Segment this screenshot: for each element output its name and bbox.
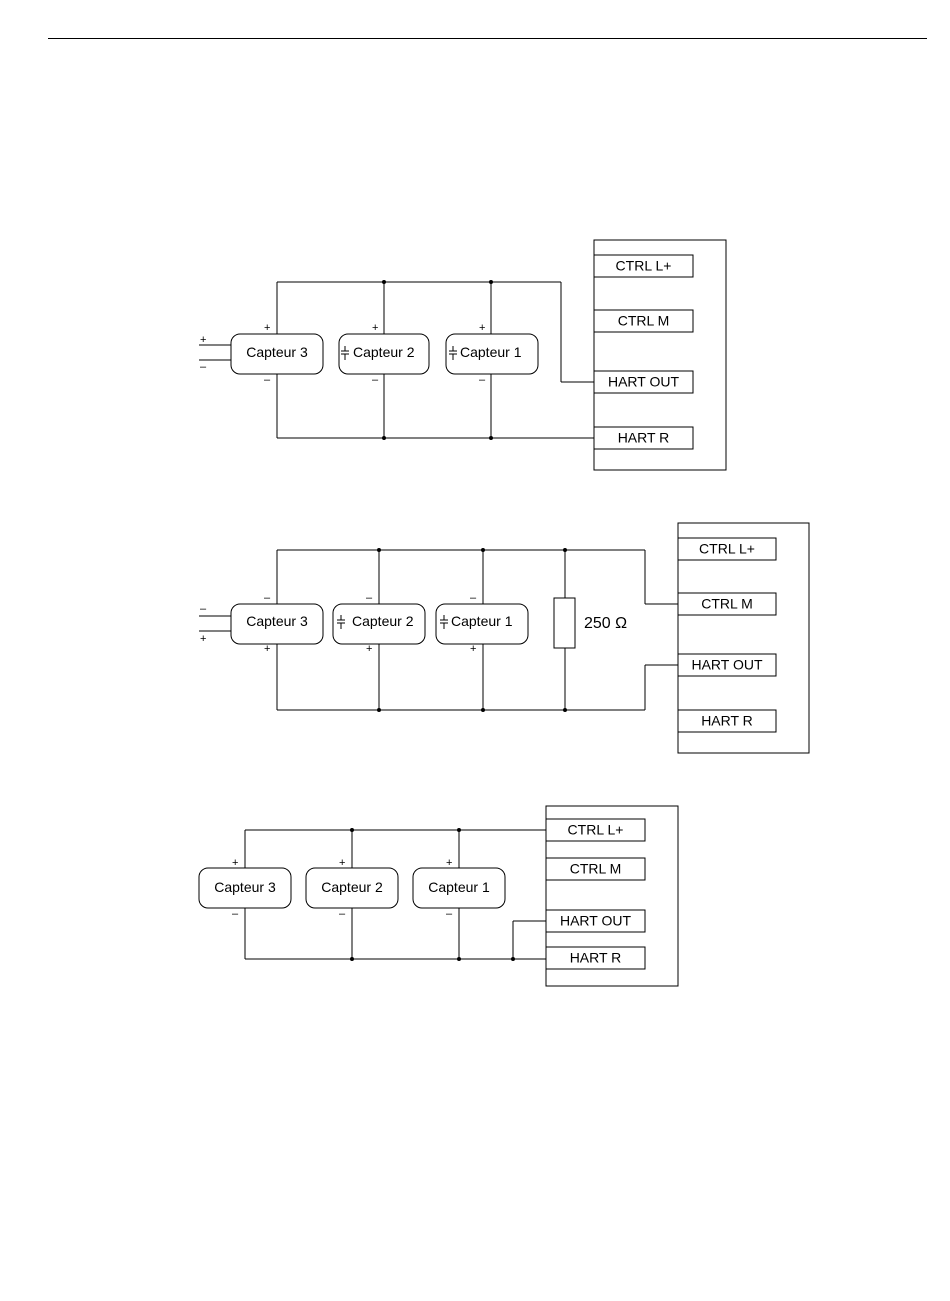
sensor-2-label: Capteur 2 (352, 613, 414, 629)
terminal-ctrl-m-label: CTRL M (701, 596, 753, 612)
supply-minus: – (200, 603, 207, 615)
sensor-3-label: Capteur 3 (214, 879, 276, 895)
pol-mark: – (470, 592, 477, 604)
terminal-ctrl-m-label: CTRL M (618, 313, 670, 329)
pol-mark: – (446, 908, 453, 920)
pol-mark: – (366, 592, 373, 604)
pol-mark: + (372, 322, 378, 334)
diagram-3: CTRL L+ CTRL M HART OUT HART R Capteur 3… (199, 806, 678, 986)
terminal-ctrl-l-label: CTRL L+ (699, 541, 755, 557)
pol-mark: – (264, 592, 271, 604)
supply-plus: + (200, 334, 206, 346)
terminal-hart-out-label: HART OUT (691, 657, 762, 673)
sensor-2-label: Capteur 2 (321, 879, 383, 895)
pol-mark: + (264, 643, 270, 655)
terminal-hart-r-label: HART R (570, 950, 622, 966)
sensor-1-label: Capteur 1 (460, 344, 522, 360)
supply-plus: + (200, 633, 206, 645)
pol-mark: + (446, 857, 452, 869)
terminal-ctrl-l-label: CTRL L+ (568, 822, 624, 838)
pol-mark: – (339, 908, 346, 920)
sensor-3-label: Capteur 3 (246, 613, 308, 629)
pol-mark: – (479, 374, 486, 386)
pol-mark: + (470, 643, 476, 655)
terminal-hart-r-label: HART R (701, 713, 753, 729)
pol-mark: – (232, 908, 239, 920)
terminal-hart-out-label: HART OUT (560, 913, 631, 929)
pol-mark: + (366, 643, 372, 655)
terminal-hart-r-label: HART R (618, 430, 670, 446)
pol-mark: + (339, 857, 345, 869)
supply-minus: – (200, 361, 207, 373)
terminal-hart-out-label: HART OUT (608, 374, 679, 390)
sensor-3-label: Capteur 3 (246, 344, 308, 360)
sensor-1-label: Capteur 1 (428, 879, 490, 895)
resistor (554, 598, 575, 648)
resistor-label: 250 Ω (584, 615, 627, 632)
terminal-ctrl-m-label: CTRL M (570, 861, 622, 877)
pol-mark: – (264, 374, 271, 386)
pol-mark: – (372, 374, 379, 386)
sensor-2-label: Capteur 2 (353, 344, 415, 360)
sensor-1-label: Capteur 1 (451, 613, 513, 629)
diagram-1: CTRL L+ CTRL M HART OUT HART R + – Capte… (199, 240, 726, 470)
terminal-ctrl-l-label: CTRL L+ (616, 258, 672, 274)
pol-mark: + (479, 322, 485, 334)
pol-mark: + (264, 322, 270, 334)
diagram-2: CTRL L+ CTRL M HART OUT HART R 250 Ω – (199, 523, 809, 753)
pol-mark: + (232, 857, 238, 869)
